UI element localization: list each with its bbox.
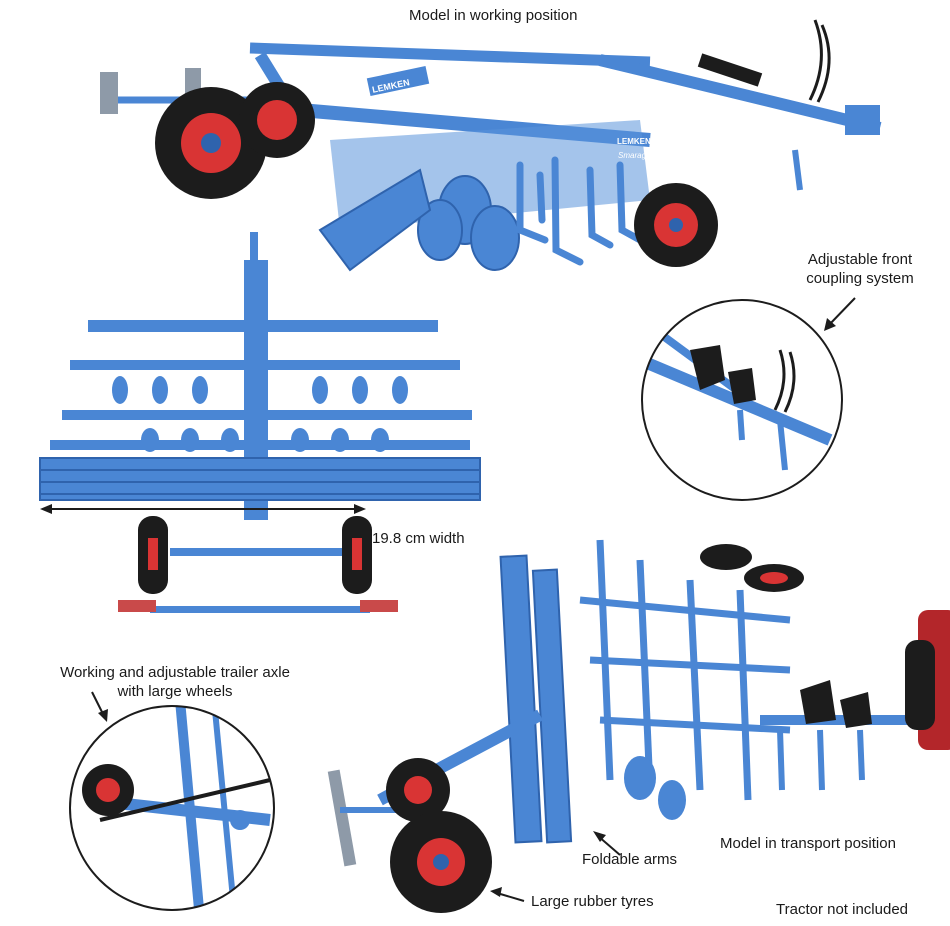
model-name-text: Smaragd 9	[618, 151, 658, 160]
top-view-model	[39, 232, 481, 613]
width-label: 19.8 cm width	[372, 530, 465, 547]
rubber-tyres-arrow	[496, 892, 525, 902]
working-position-model	[100, 19, 882, 272]
trailer-axle-label-line2: with large wheels	[117, 683, 233, 700]
trailer-axle-label-line1: Working and adjustable trailer axle	[60, 664, 290, 681]
working-position-label: Model in working position	[409, 7, 578, 24]
transport-position-model	[327, 539, 950, 913]
brand-logo-text-frame: LEMKEN	[617, 137, 651, 146]
trailer-axle-label: Working and adjustable trailer axle with…	[30, 663, 320, 701]
front-coupling-arrow	[827, 297, 856, 327]
rubber-tyres-label: Large rubber tyres	[531, 893, 654, 910]
front-coupling-inset	[641, 299, 843, 501]
front-coupling-label-line1: Adjustable front	[807, 251, 913, 268]
foldable-arms-label: Foldable arms	[582, 851, 678, 868]
tractor-note-label: Tractor not included	[776, 901, 909, 918]
front-coupling-label: Adjustable front coupling system	[780, 250, 940, 288]
transport-position-label: Model in transport position	[720, 835, 896, 852]
front-coupling-label-line2: coupling system	[806, 270, 914, 287]
trailer-axle-inset	[69, 705, 275, 911]
